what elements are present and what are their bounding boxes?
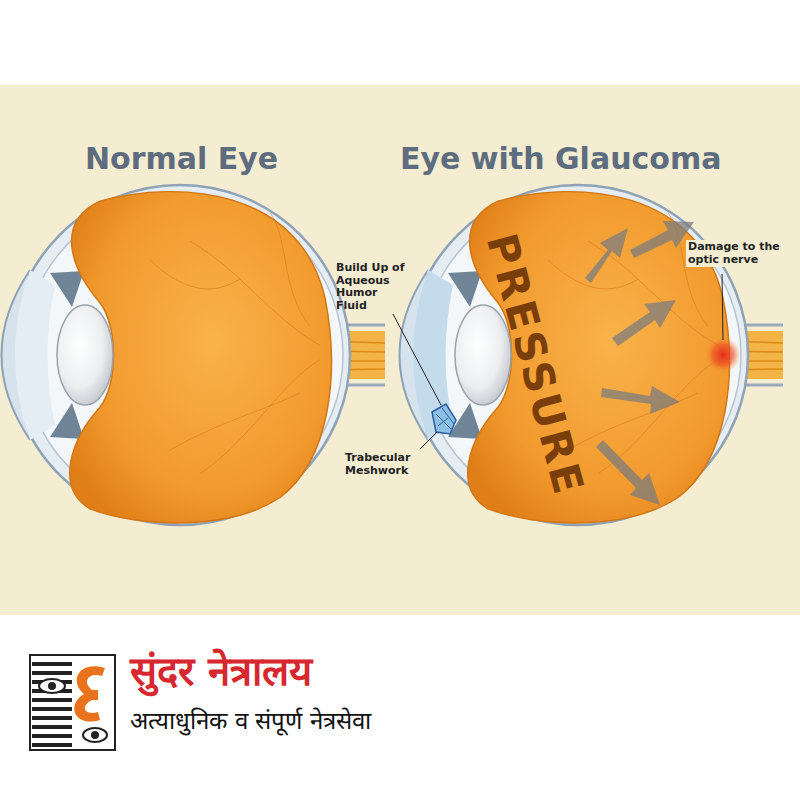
callout-label: Build Up of Aqueous Humor Fluid	[336, 262, 410, 313]
trabecular-meshwork	[432, 404, 456, 434]
pressure-arrows	[585, 221, 694, 505]
leader-line	[393, 314, 441, 405]
panel-heading: Normal Eye	[85, 142, 278, 177]
panel-heading: Eye with Glaucoma	[400, 142, 721, 177]
logo-tagline: अत्याधुनिक व संपूर्ण नेत्रसेवा	[130, 708, 371, 736]
leader-line	[722, 274, 723, 340]
callout-label: Damage to the optic nerve	[686, 240, 785, 267]
glaucoma-eye	[400, 185, 784, 525]
background-panel	[0, 85, 800, 615]
logo-name: सुंदर नेत्रालय	[130, 648, 312, 694]
optic-nerve-damage	[705, 337, 741, 373]
callout-label: Trabecular Meshwork	[345, 452, 419, 477]
meshwork-lines	[436, 408, 454, 430]
pressure-label: PRESSURE	[477, 229, 593, 502]
leader-line	[420, 432, 437, 449]
normal-eye	[2, 185, 386, 525]
logo-icon	[30, 655, 115, 750]
